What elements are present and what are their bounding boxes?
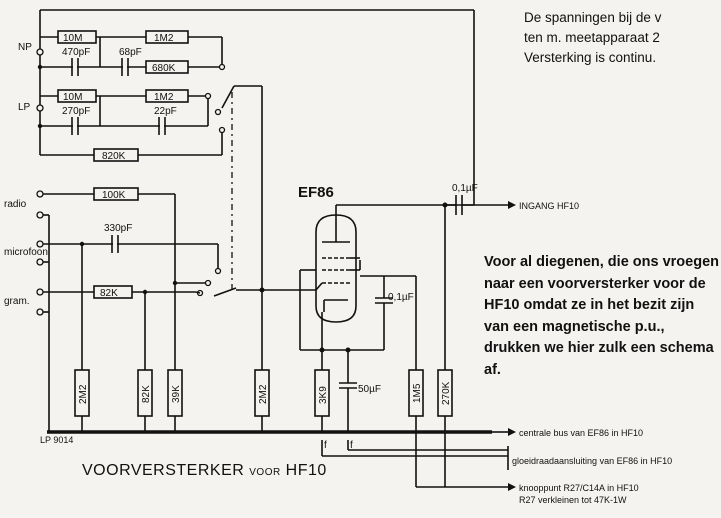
label-39k: 39K — [171, 385, 182, 403]
label-1m5: 1M5 — [412, 383, 423, 403]
diagram-title: VOORVERSTERKER VOOR HF10 — [82, 462, 327, 480]
label-1m2-np: 1M2 — [154, 33, 174, 44]
label-1m2-lp: 1M2 — [154, 92, 174, 103]
label-50uf: 50µF — [358, 384, 381, 395]
shunt-resistors: 2M2 82K 39K 2M2 — [74, 290, 270, 432]
label-68pf: 68pF — [119, 47, 142, 58]
resistor-1m2-lp — [145, 89, 189, 103]
label-r27: R27 verkleinen tot 47K-1W — [519, 495, 627, 505]
title-model: HF10 — [285, 462, 327, 479]
label-680k: 680K — [152, 63, 176, 74]
label-centrale-bus: centrale bus van EF86 in HF10 — [519, 428, 643, 438]
voltage-note-line1: De spanningen bij de v — [524, 10, 662, 25]
title-voor: VOOR — [249, 467, 281, 478]
label-f1: f — [324, 440, 327, 451]
resistor-100k — [93, 187, 139, 201]
resistor-1m2-np — [145, 30, 189, 44]
label-01uf-out: 0,1µF — [452, 183, 478, 194]
input-switch-arm — [213, 287, 237, 297]
voltage-note-line2: ten m. meetapparaat 2 — [524, 30, 660, 45]
cathode-network: 3K9 50µF — [314, 347, 381, 432]
label-01uf-screen: 0,1µF — [388, 292, 414, 303]
label-2m2-mid: 2M2 — [258, 384, 269, 404]
plate-network: 1M5 270K 0,1µF INGANG HF10 — [408, 183, 579, 487]
label-ingang: INGANG HF10 — [519, 201, 579, 211]
label-2m2-left: 2M2 — [78, 384, 89, 404]
label-100k: 100K — [102, 190, 126, 201]
heater-connections: f f gloeidraadaansluiting van EF86 in HF… — [321, 440, 672, 470]
output-arrow — [508, 201, 516, 209]
label-f2: f — [350, 440, 353, 451]
label-gloeidraad: gloeidraadaansluiting van EF86 in HF10 — [512, 456, 672, 466]
tube-label: EF86 — [298, 184, 334, 201]
label-knooppunt: knooppunt R27/C14A in HF10 — [519, 483, 639, 493]
label-gram: gram. — [4, 296, 30, 307]
resistor-10m-lp — [57, 89, 97, 103]
label-820k: 820K — [102, 151, 126, 162]
label-lp9014: LP 9014 — [40, 435, 73, 445]
tube-ef86: EF86 — [298, 184, 474, 370]
tube-envelope — [315, 214, 357, 323]
label-82k-shunt: 82K — [141, 385, 152, 403]
resistor-680k — [145, 60, 189, 74]
feedback-switch-arm — [221, 85, 235, 109]
label-lp: LP — [18, 102, 31, 113]
description-note: Voor al diegenen, die ons vroegen naar e… — [484, 254, 720, 378]
label-270pf: 270pF — [62, 106, 90, 117]
label-microfoon: microfoon — [4, 247, 48, 258]
label-82k-series: 82K — [100, 288, 118, 299]
label-10m-lp: 10M — [63, 92, 82, 103]
resistor-10m-np — [57, 30, 97, 44]
label-270k: 270K — [441, 381, 452, 405]
label-radio: radio — [4, 199, 27, 210]
label-np: NP — [18, 42, 32, 53]
screen-capacitor: 0,1µF — [322, 276, 417, 370]
voltage-note-line3: Versterking is continu. — [524, 50, 657, 65]
label-470pf: 470pF — [62, 47, 90, 58]
label-330pf: 330pF — [104, 223, 132, 234]
feedback-network: 10M 1M2 470pF 68pF 680K 10M 1M2 270pF 22… — [18, 9, 475, 290]
title-main: VOORVERSTERKER — [82, 462, 245, 479]
voltage-note: De spanningen bij de v ten m. meetappara… — [524, 8, 721, 68]
label-22pf: 22pF — [154, 106, 177, 117]
resistor-82k-series — [93, 285, 133, 299]
label-10m-np: 10M — [63, 33, 82, 44]
resistor-820k — [93, 148, 139, 162]
label-3k9: 3K9 — [318, 386, 329, 404]
input-section: radio microfoon gram. 100K 330pF 82K — [4, 187, 316, 432]
